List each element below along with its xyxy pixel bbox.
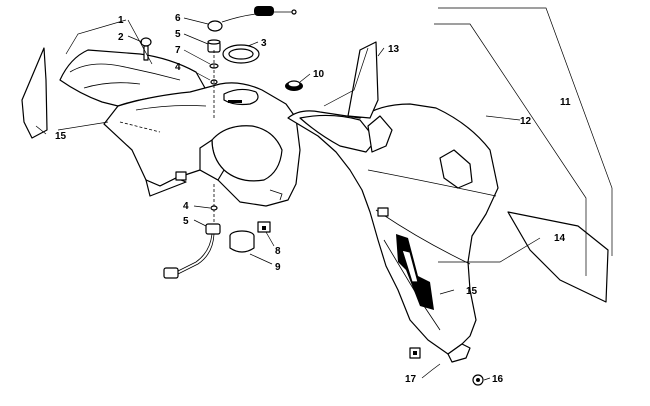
console-clip-detail bbox=[269, 189, 283, 201]
callout-15-left: 15 bbox=[55, 131, 67, 142]
right-panel-tab bbox=[377, 207, 389, 217]
console-vent bbox=[175, 171, 187, 181]
socket-part-9 bbox=[229, 230, 255, 253]
leader-lines bbox=[35, 17, 541, 381]
right-panel-lower-tip bbox=[447, 343, 471, 363]
callout-4-top: 4 bbox=[175, 62, 181, 73]
console-slot bbox=[228, 100, 242, 103]
callout-6: 6 bbox=[175, 13, 181, 24]
callout-5-bottom: 5 bbox=[183, 216, 189, 227]
callout-9: 9 bbox=[275, 262, 281, 273]
clip-part-17 bbox=[409, 347, 421, 359]
bracket-11 bbox=[438, 7, 613, 256]
right-side-panel bbox=[287, 103, 499, 355]
callout-8: 8 bbox=[275, 246, 281, 257]
decal-right bbox=[507, 211, 609, 303]
washer-part-4-bottom bbox=[210, 205, 218, 211]
gasket-ring-part-3 bbox=[222, 44, 260, 64]
deflector-left bbox=[347, 41, 379, 119]
callout-12: 12 bbox=[520, 116, 532, 127]
right-panel-logo-slash bbox=[401, 249, 419, 283]
callout-13: 13 bbox=[388, 44, 400, 55]
console-ridge bbox=[135, 105, 207, 111]
console-side-surface bbox=[199, 139, 225, 181]
callout-17: 17 bbox=[405, 374, 417, 385]
bracket-12 bbox=[434, 23, 587, 276]
callout-2: 2 bbox=[118, 32, 124, 43]
callout-5-top: 5 bbox=[175, 29, 181, 40]
fastener-part-16 bbox=[472, 374, 484, 386]
clip-part-8 bbox=[257, 221, 271, 233]
console-dash-line bbox=[119, 121, 161, 133]
left-panel-ridge-2 bbox=[83, 82, 141, 89]
callout-4-bottom: 4 bbox=[183, 201, 189, 212]
fuel-cap-part-6 bbox=[207, 6, 297, 32]
left-panel-ridge bbox=[69, 63, 181, 81]
callout-3: 3 bbox=[261, 38, 267, 49]
callout-16: 16 bbox=[492, 374, 504, 385]
right-panel-crease-1 bbox=[367, 169, 497, 197]
grommet-part-5-bottom bbox=[163, 223, 221, 279]
callout-1: 1 bbox=[118, 15, 124, 26]
grommet-part-10 bbox=[285, 80, 303, 91]
right-panel-grille bbox=[439, 149, 473, 189]
callout-10: 10 bbox=[313, 69, 325, 80]
decal-left bbox=[21, 47, 48, 139]
callout-15-right: 15 bbox=[466, 286, 478, 297]
right-panel-vent-louver bbox=[367, 115, 393, 153]
callout-7: 7 bbox=[175, 45, 181, 56]
callout-14: 14 bbox=[554, 233, 566, 244]
grommet-part-5-top bbox=[207, 39, 221, 53]
callout-11: 11 bbox=[560, 97, 571, 108]
